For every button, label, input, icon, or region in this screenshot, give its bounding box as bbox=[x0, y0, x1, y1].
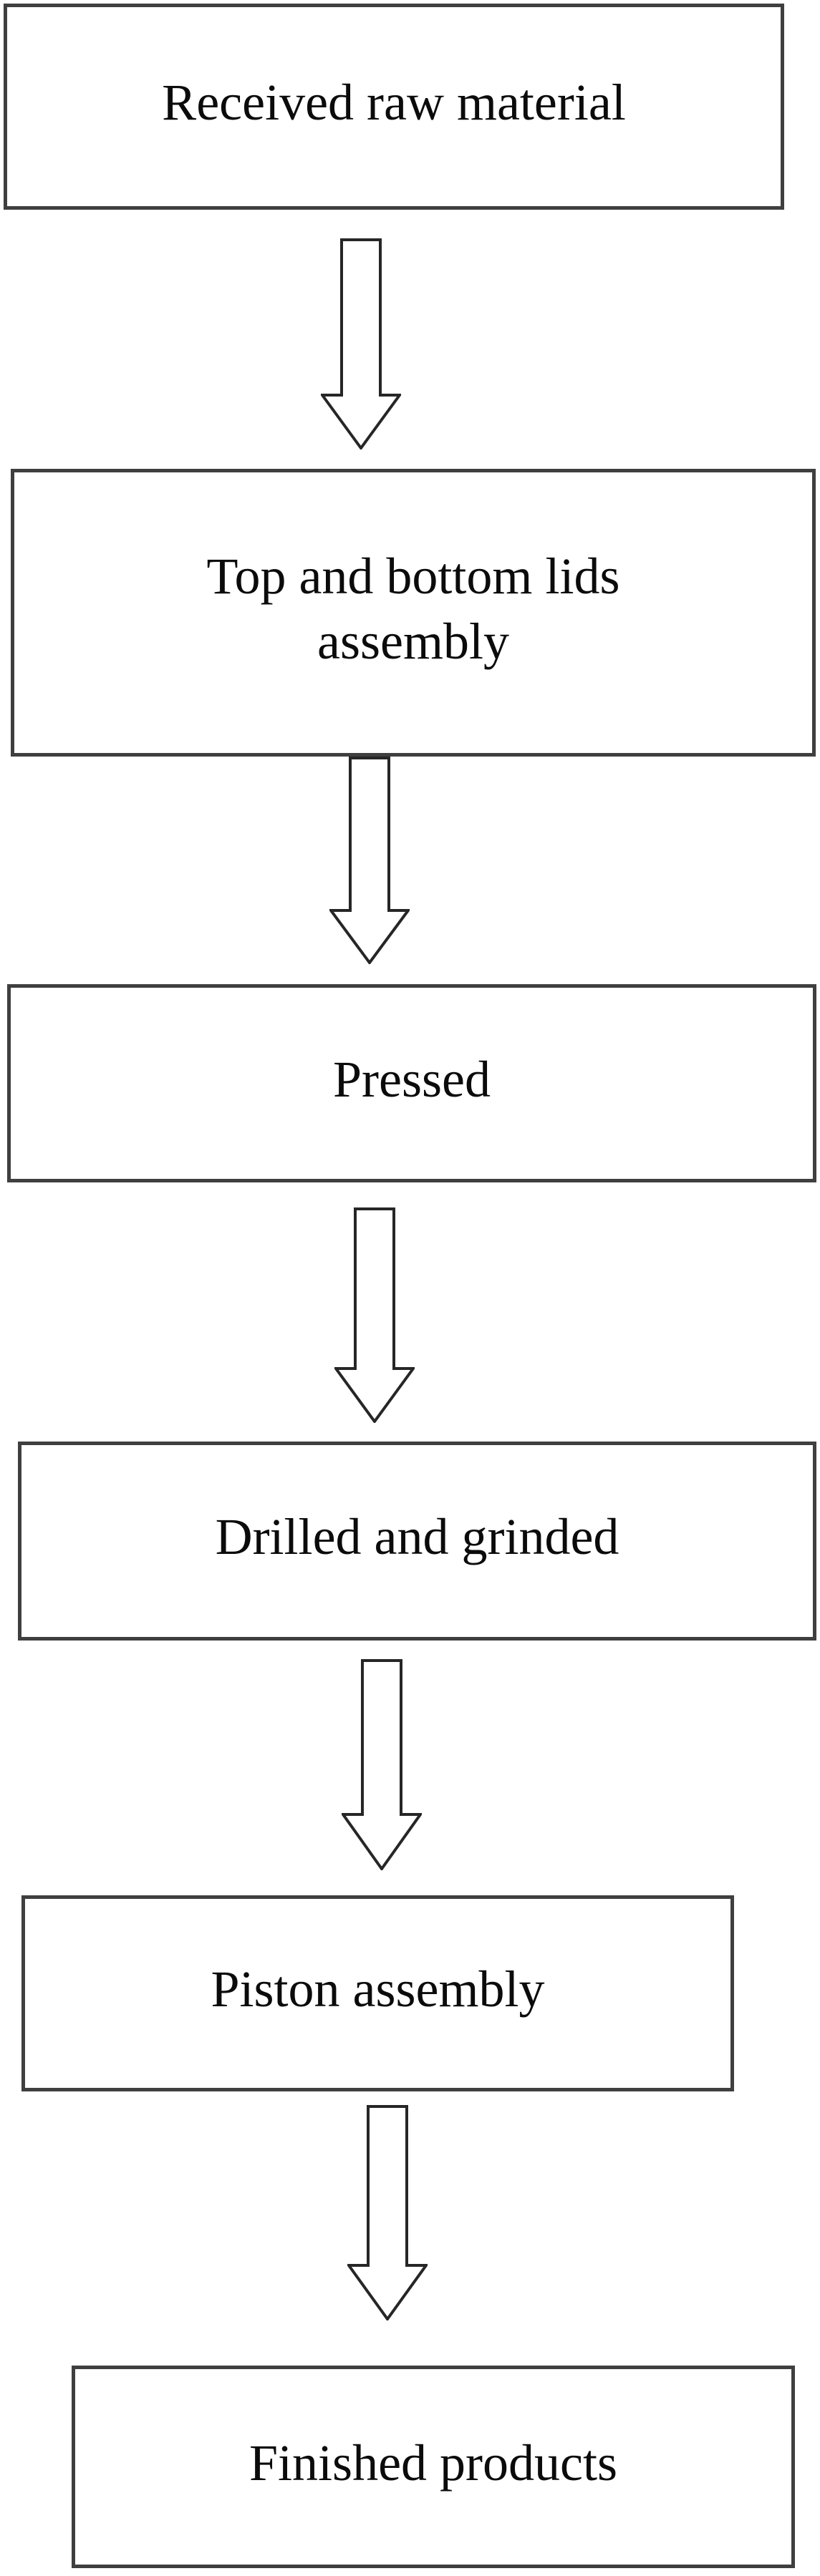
flow-node-finished-products: Finished products bbox=[72, 2366, 795, 2568]
flow-node-drilled-and-grinded: Drilled and grinded bbox=[18, 1442, 816, 1641]
flow-node-label: Drilled and grinded bbox=[215, 1508, 619, 1566]
down-arrow-icon bbox=[329, 757, 410, 964]
down-arrow-icon bbox=[342, 1659, 422, 1870]
down-arrow-icon bbox=[334, 1207, 415, 1423]
flow-node-label: Piston assembly bbox=[211, 1960, 545, 2018]
flow-node-label: Finished products bbox=[249, 2434, 617, 2492]
flow-node-pressed: Pressed bbox=[7, 984, 816, 1182]
down-arrow-icon bbox=[321, 238, 401, 449]
flow-node-piston-assembly: Piston assembly bbox=[21, 1895, 734, 2091]
flow-node-label: Top and bottom lids assembly bbox=[206, 547, 620, 670]
down-arrow-icon bbox=[347, 2105, 428, 2320]
flow-node-received-raw-material: Received raw material bbox=[4, 4, 784, 210]
flow-node-label: Received raw material bbox=[162, 74, 626, 132]
flow-node-label: Pressed bbox=[333, 1050, 491, 1108]
flow-node-top-and-bottom-lids-assembly: Top and bottom lids assembly bbox=[11, 469, 816, 757]
